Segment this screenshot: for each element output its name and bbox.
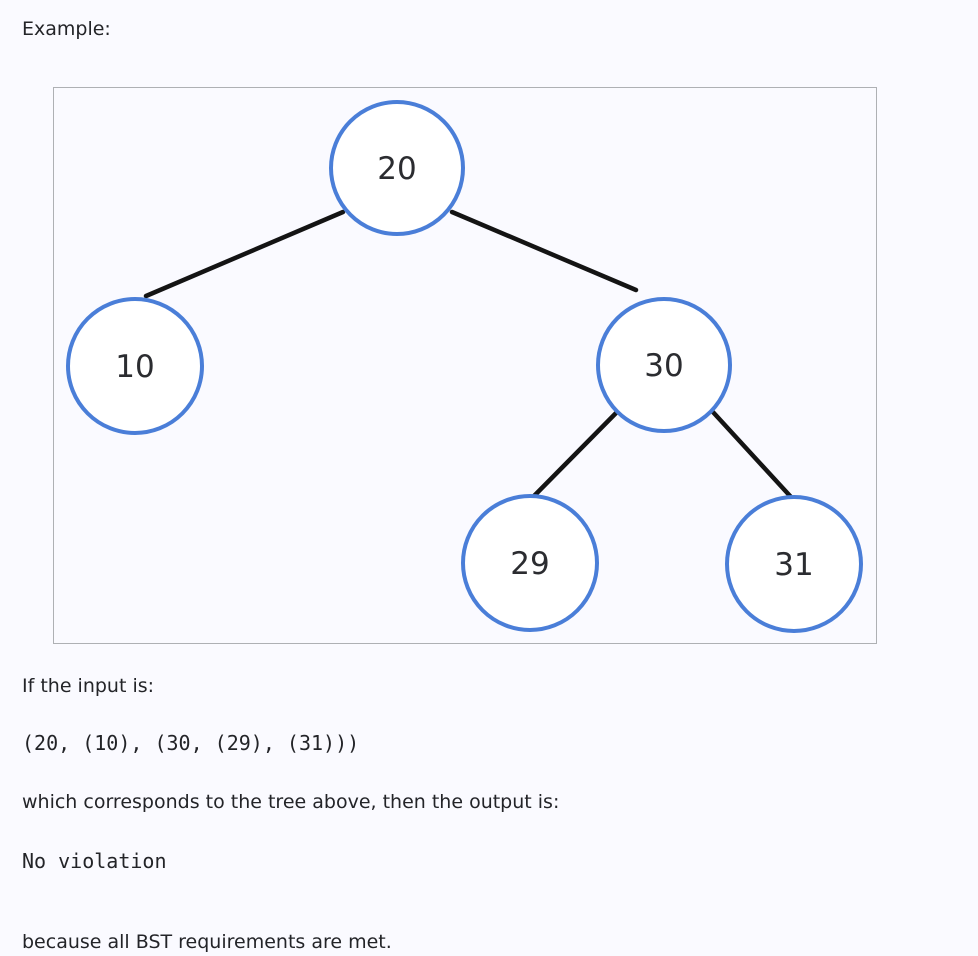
explanation-text: because all BST requirements are met. — [22, 931, 392, 953]
tree-figure-box — [53, 87, 877, 644]
corresponds-text: which corresponds to the tree above, the… — [22, 791, 560, 813]
input-code-literal: (20, (10), (30, (29), (31))) — [22, 731, 360, 755]
output-code-literal: No violation — [22, 849, 167, 873]
page-title: Example: — [22, 18, 111, 40]
input-intro-text: If the input is: — [22, 675, 155, 697]
